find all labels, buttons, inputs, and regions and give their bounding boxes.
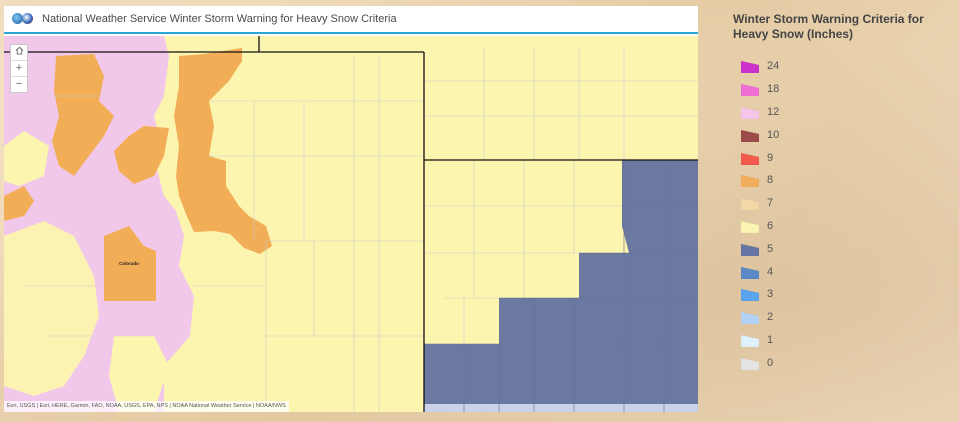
- legend-item: 6: [733, 215, 959, 238]
- zone-6-inch-valley-left: [4, 131, 49, 186]
- legend-swatch: [741, 175, 759, 188]
- map-bottom-strip: [424, 404, 698, 412]
- zoom-controls: + −: [10, 44, 28, 93]
- page-title: National Weather Service Winter Storm Wa…: [42, 13, 397, 25]
- zone-6-inch-valley-south: [109, 336, 169, 412]
- zoom-out-button[interactable]: −: [15, 78, 23, 90]
- map-canvas[interactable]: Colorado: [4, 36, 698, 412]
- map-view[interactable]: Colorado + − Esri, USGS | Esri, HERE, Ga…: [4, 36, 698, 412]
- legend-swatch: [741, 152, 759, 165]
- legend-item: 7: [733, 192, 959, 215]
- legend-item: 5: [733, 237, 959, 260]
- noaa-nws-logo-icon: [12, 13, 34, 25]
- legend-swatch: [741, 243, 759, 256]
- county-boundaries: [24, 48, 698, 412]
- legend-swatch: [741, 311, 759, 325]
- legend-item: 9: [733, 146, 959, 169]
- legend-label: 3: [767, 288, 774, 301]
- legend-swatch: [741, 334, 759, 347]
- legend-swatch: [741, 61, 759, 74]
- legend-label: 0: [767, 356, 774, 369]
- legend-swatch: [741, 106, 759, 119]
- zone-8-inch-foothills: [114, 126, 169, 184]
- legend-swatch: [741, 129, 759, 142]
- zone-8-inch-front-range: [174, 48, 272, 254]
- legend-item: 24: [733, 55, 959, 78]
- legend-item: 10: [733, 123, 959, 146]
- map-panel: National Weather Service Winter Storm Wa…: [4, 6, 698, 412]
- legend-label: 7: [767, 197, 774, 210]
- legend-label: 10: [767, 128, 780, 141]
- legend-item: 4: [733, 260, 959, 283]
- home-icon: [15, 46, 23, 55]
- home-button[interactable]: [11, 45, 27, 61]
- zone-8-inch-colorado: [104, 226, 156, 301]
- zone-8-inch-northwest: [52, 54, 114, 176]
- legend-item: 0: [733, 351, 959, 374]
- legend-item: 18: [733, 78, 959, 101]
- legend-item: 2: [733, 306, 959, 329]
- legend-label: 9: [767, 151, 774, 164]
- legend-label: 24: [767, 60, 780, 73]
- legend-item: 3: [733, 283, 959, 306]
- zone-12-inch-north: [4, 36, 124, 48]
- legend-item: 12: [733, 101, 959, 124]
- legend-swatch: [741, 220, 759, 233]
- legend-label: 12: [767, 105, 780, 118]
- legend-item: 1: [733, 329, 959, 352]
- legend-swatch: [741, 266, 759, 279]
- legend-label: 8: [767, 174, 774, 187]
- county-boundaries-blue: [424, 160, 698, 412]
- legend-label: 6: [767, 219, 774, 232]
- legend-label: 18: [767, 83, 780, 96]
- legend-swatch: [741, 83, 759, 97]
- title-bar: National Weather Service Winter Storm Wa…: [4, 6, 698, 34]
- legend-swatch: [741, 197, 759, 211]
- legend-label: 5: [767, 242, 774, 255]
- legend-label: 2: [767, 311, 774, 324]
- legend-item: 8: [733, 169, 959, 192]
- legend-label: 4: [767, 265, 774, 278]
- legend-swatch: [741, 289, 759, 302]
- zone-5-inch-plains: [424, 160, 698, 412]
- city-label-colorado: Colorado: [119, 261, 139, 266]
- legend-panel: Winter Storm Warning Criteria for Heavy …: [733, 12, 959, 374]
- zone-6-inch-valley-west: [4, 221, 99, 396]
- legend-label: 1: [767, 333, 774, 346]
- legend-swatch: [741, 357, 759, 370]
- zone-8-inch-west-mesa: [4, 186, 34, 221]
- zoom-in-button[interactable]: +: [11, 61, 27, 77]
- legend-title: Winter Storm Warning Criteria for Heavy …: [733, 12, 924, 41]
- forecast-office-boundaries: [4, 36, 698, 412]
- map-attribution: Esri, USGS | Esri, HERE, Garmin, FAO, NO…: [4, 401, 289, 412]
